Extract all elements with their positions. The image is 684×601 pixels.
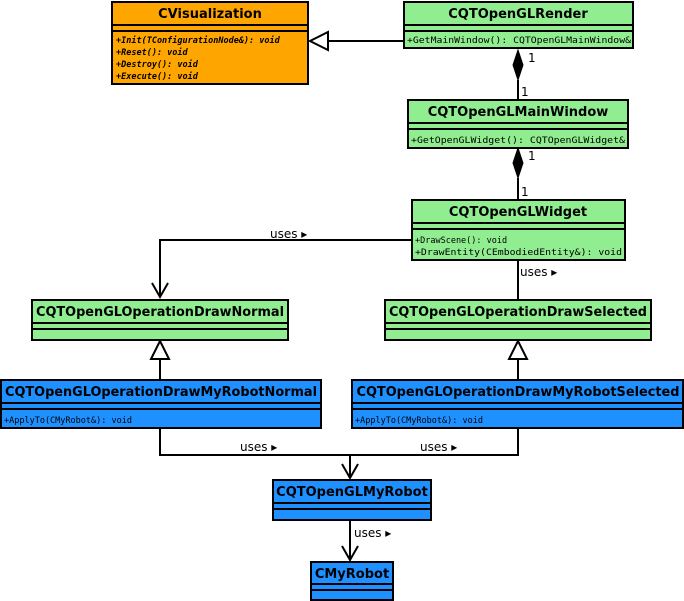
class-name: CVisualization [158,7,262,22]
class-cqtopengloperationdrawmyrobotnormal: CQTOpenGLOperationDrawMyRobotNormal +App… [0,379,322,429]
operation: +Reset(): void [116,47,189,58]
class-cmyrobot: CMyRobot [310,561,394,601]
class-name: CQTOpenGLRender [448,7,588,22]
multiplicity-label: 1 [521,85,529,99]
class-name: CQTOpenGLMyRobot [276,485,428,500]
uses-label: uses ▸ [354,526,391,540]
class-cqtopengloperationdrawselected: CQTOpenGLOperationDrawSelected [384,299,652,341]
class-cqtopengloperationdrawmyrobotselected: CQTOpenGLOperationDrawMyRobotSelected +A… [351,379,684,429]
multiplicity-label: 1 [521,185,529,199]
generalization-arrow [507,338,529,360]
operation: +ApplyTo(CMyRobot&): void [355,416,483,426]
class-cvisualization: CVisualization +Init(TConfigurationNode&… [111,1,309,85]
operation: +GetOpenGLWidget(): CQTOpenGLWidget& [411,136,626,146]
uses-label: uses ▸ [520,265,557,279]
myrobotnormal-uses-line [159,428,519,456]
class-cqtopenglrender: CQTOpenGLRender +GetMainWindow(): CQTOpe… [403,1,634,49]
operation: +DrawScene(): void [415,236,507,246]
operation: +Destroy(): void [116,59,199,70]
open-arrowhead [151,282,169,300]
operation: +ApplyTo(CMyRobot&): void [4,416,132,426]
operation: +Execute(): void [116,71,199,82]
class-cqtopenglwidget: CQTOpenGLWidget +DrawScene(): void +Draw… [411,199,626,261]
class-name: CQTOpenGLOperationDrawMyRobotSelected [357,385,680,400]
class-name: CQTOpenGLOperationDrawSelected [389,305,647,320]
composition-diamond [512,48,524,82]
class-name: CQTOpenGLWidget [449,205,587,220]
multiplicity-label: 1 [528,149,536,163]
open-arrowhead [341,463,359,481]
operation: +DrawEntity(CEmbodiedEntity&): void [415,248,622,258]
generalization-arrow [149,338,171,360]
class-name: CQTOpenGLOperationDrawNormal [36,305,284,320]
operation: +GetMainWindow(): CQTOpenGLMainWindow& [407,36,632,46]
generalization-arrow [307,30,329,52]
open-arrowhead [341,545,359,563]
uses-label: uses ▸ [270,227,307,241]
class-name: CQTOpenGLMainWindow [428,105,609,120]
multiplicity-label: 1 [528,51,536,65]
uses-label: uses ▸ [420,440,457,454]
widget-uses-drawnormal-line [159,239,412,297]
class-cqtopenglmainwindow: CQTOpenGLMainWindow +GetOpenGLWidget(): … [407,99,629,149]
class-name: CQTOpenGLOperationDrawMyRobotNormal [5,385,317,400]
composition-diamond [512,146,524,180]
uses-label: uses ▸ [240,440,277,454]
class-name: CMyRobot [315,567,389,582]
class-cqtopengloperationdrawnormal: CQTOpenGLOperationDrawNormal [31,299,289,341]
class-cqtopenglmyrobot: CQTOpenGLMyRobot [272,479,432,521]
operation: +Init(TConfigurationNode&): void [116,35,281,46]
